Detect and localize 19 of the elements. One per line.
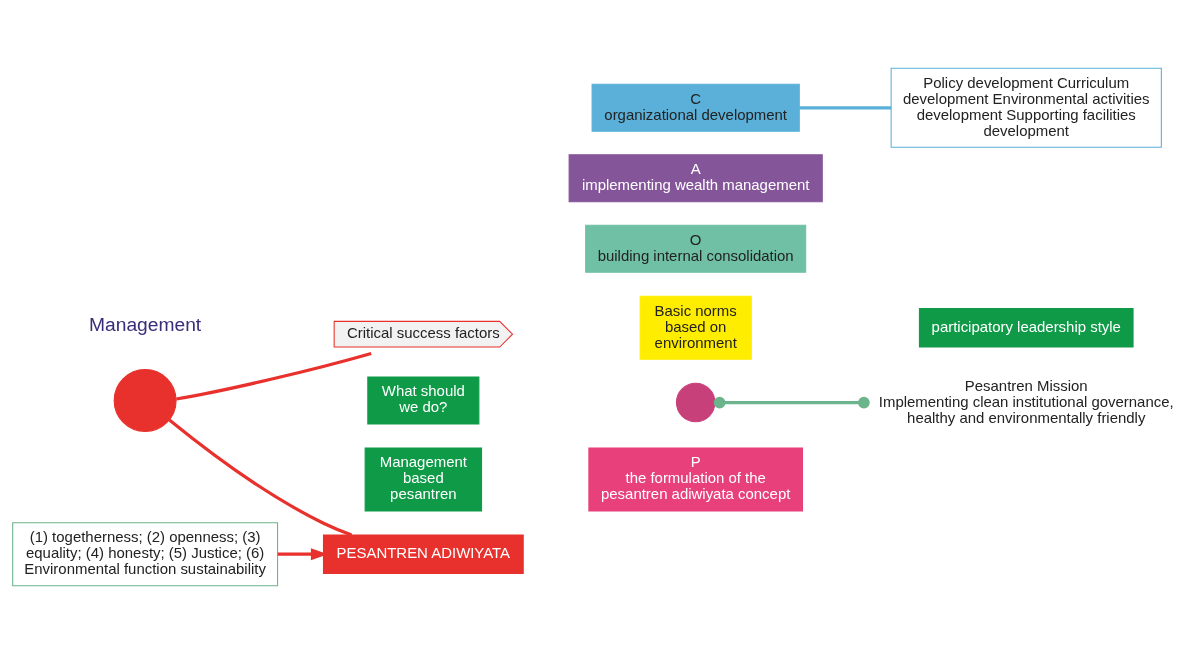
node-box: participatory leadership style (918, 307, 1134, 348)
node-circle (113, 368, 177, 432)
connector (176, 351, 372, 401)
node-box: A implementing wealth management (568, 153, 823, 202)
node-box: PESANTREN ADIWIYATA (322, 533, 524, 574)
node-box: Policy development Curriculum development Environmental activities development Supporting facilities development (890, 67, 1162, 148)
connector (713, 396, 870, 408)
node-box: O building internal consolidation (585, 224, 807, 273)
node-box: Basic norms based on environment (639, 295, 752, 360)
node-box: (1) togetherness; (2) openness; (3) equality; (4) honesty; (5) Justice; (6) Environmental function sustainability (12, 521, 279, 586)
label: Management (89, 313, 202, 335)
node-box: What should we do? (367, 375, 480, 424)
node-text: Pesantren Mission Implementing clean institutional governance, healthy and environmentally friendly (878, 375, 1174, 426)
node-box: P the formulation of the pesantren adiwiyata concept (588, 446, 804, 511)
connector (799, 105, 892, 109)
node-circle (675, 382, 716, 422)
node-box: C organizational development (591, 83, 800, 132)
node-box: Management based pesantren (364, 446, 483, 511)
connector (168, 418, 353, 536)
